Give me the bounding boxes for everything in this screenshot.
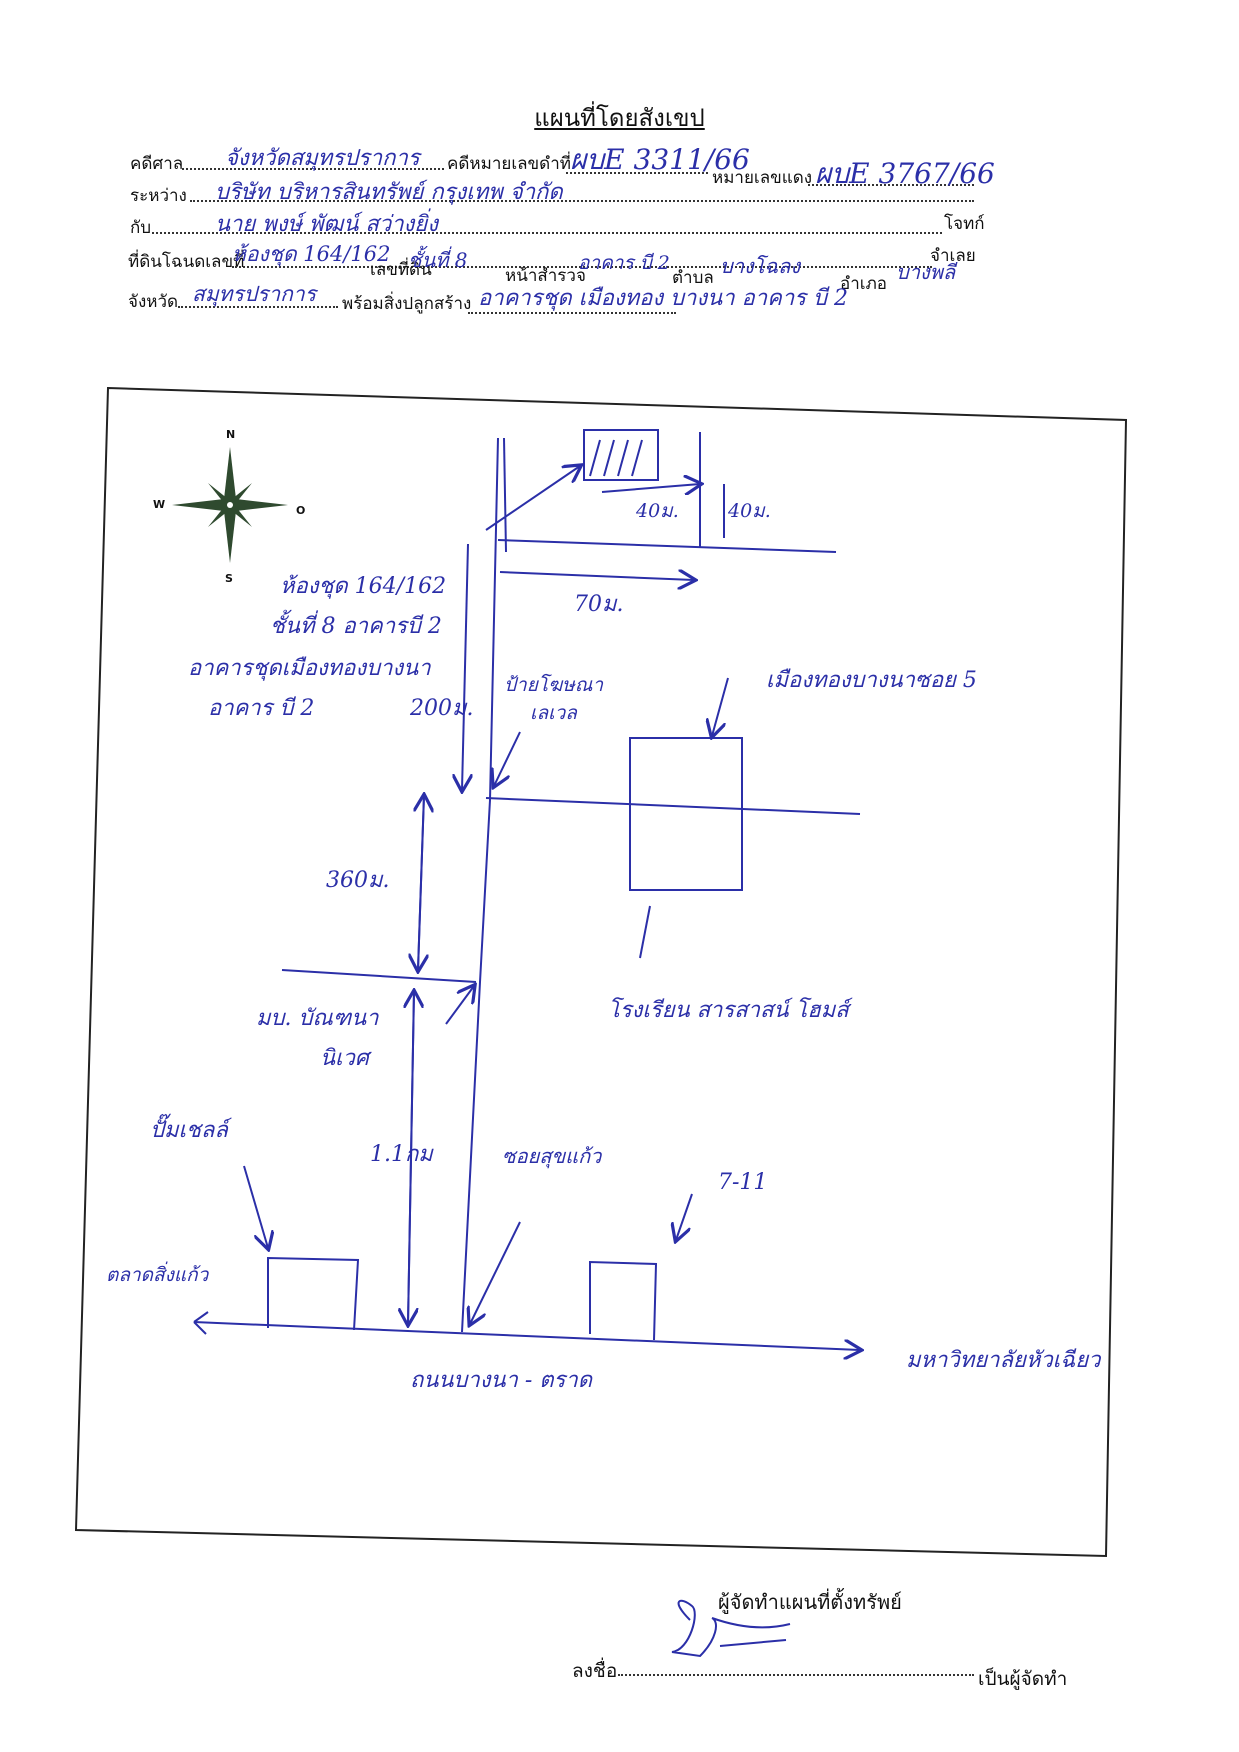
condo-label-2: อาคาร บี 2 [208, 696, 315, 721]
soi5-building [629, 737, 743, 891]
building-dots [468, 312, 676, 314]
unit-label-2: ชั้นที่ 8 อาคารบี 2 [270, 614, 442, 639]
school-label: โรงเรียน สารสาสน์ โฮมส์ [608, 998, 849, 1023]
case-black-value: ผบE 3311/66 [570, 143, 750, 176]
sign-dots [618, 1674, 974, 1676]
compass-rose [172, 447, 288, 563]
main-road [193, 1321, 860, 1350]
seven-eleven-label: 7-11 [718, 1170, 768, 1195]
subdistrict-value: บางโฉลง [720, 254, 801, 278]
survey-value: อาคาร บี 2 [578, 252, 670, 274]
seven-building [589, 1260, 658, 1341]
between-dots [190, 200, 974, 202]
with-value: นาย พงษ์ พัฒน์ สว่างยิ่ง [215, 212, 438, 237]
condo-label: อาคารชุดเมืองทองบางนา [188, 656, 431, 681]
middle-road [485, 797, 861, 815]
lower-road [281, 969, 477, 983]
maker-suffix: เป็นผู้จัดทำ [978, 1668, 1068, 1690]
province-value: สมุทรปราการ [192, 282, 316, 306]
district-value: บางพลี [896, 260, 956, 284]
shell-label: ปั๊มเชลล์ [150, 1118, 228, 1143]
soi-label: ซอยสุขแก้ว [502, 1144, 602, 1168]
defendant-label: จำเลย [930, 246, 976, 266]
district-label: อำเภอ [840, 274, 887, 294]
sign-label: ป้ายโฆษณา [504, 674, 603, 696]
between-value: บริษัท บริหารสินทรัพย์ กรุงเทพ จำกัด [215, 180, 563, 205]
dim-70: 70ม. [574, 592, 624, 617]
village-soi5: เมืองทองบางนาซอย 5 [766, 668, 977, 693]
land-no-value: ชั้นที่ 8 [408, 248, 468, 272]
dim-200: 200ม. [410, 696, 474, 721]
unit-label: ห้องชุด 164/162 [280, 574, 447, 599]
case-red-value: ผบE 3767/66 [815, 157, 995, 190]
plaintiff-label: โจทก์ [944, 214, 985, 234]
sign-label-2: เลเวล [530, 702, 577, 724]
village-bn: มบ. บัณฑนา [256, 1006, 379, 1031]
land-no-label: เลขที่ดิน [370, 260, 432, 280]
market-building [267, 1256, 360, 1331]
dim-40-a: 40ม. [636, 500, 679, 522]
top-road [497, 539, 837, 553]
market-label: ตลาดสิ่งแก้ว [106, 1264, 209, 1286]
case-black-label: คดีหมายเลขดำที่ [447, 154, 571, 174]
dim-1-1km: 1.1กม [370, 1142, 433, 1167]
province-label: จังหวัด [128, 292, 179, 312]
subdistrict-label: ตำบล [672, 268, 714, 288]
deed-value: ห้องชุด 164/162 [232, 242, 391, 266]
university-label: มหาวิทยาลัยหัวเฉียว [906, 1348, 1101, 1373]
court-value: จังหวัดสมุทรปราการ [225, 146, 420, 171]
case-black-dots [566, 172, 708, 174]
compass-n: N [226, 428, 236, 441]
soi-line [461, 437, 499, 1333]
building-label: พร้อมสิ่งปลูกสร้าง [342, 294, 472, 314]
compass-s: S [225, 572, 233, 585]
page-title: แผนที่โดยสังเขป [0, 98, 1239, 137]
court-label: คดีศาล [130, 154, 184, 174]
deed-dots [232, 266, 932, 268]
building-value: อาคารชุด เมืองทอง บางนา อาคาร บี 2 [478, 286, 848, 311]
deed-label: ที่ดินโฉนดเลขที่ [128, 252, 245, 272]
compass-w: W [153, 498, 166, 511]
compass-e: O [296, 504, 306, 517]
page-title-text: แผนที่โดยสังเขป [534, 104, 705, 132]
case-red-label: หมายเลขแดง [712, 168, 813, 188]
village-bn-2: นิเวศ [320, 1046, 369, 1071]
road-label: ถนนบางนา - ตราด [410, 1368, 593, 1393]
dim-40-b: 40ม. [728, 500, 771, 522]
province-dots [178, 306, 338, 308]
signature [671, 1599, 791, 1658]
building-box [583, 429, 659, 481]
dim-360: 360ม. [326, 868, 390, 893]
maker-title: ผู้จัดทำแผนที่ตั้งทรัพย์ [718, 1590, 902, 1614]
map-lines [193, 429, 861, 1350]
with-label: กับ [130, 218, 152, 238]
court-dots [182, 168, 444, 170]
case-red-dots [808, 184, 974, 186]
with-dots [152, 232, 942, 234]
survey-label: หน้าสำรวจ [505, 266, 586, 286]
map-border [74, 386, 1128, 1558]
between-label: ระหว่าง [130, 186, 187, 206]
sign-label: ลงชื่อ [572, 1660, 618, 1682]
